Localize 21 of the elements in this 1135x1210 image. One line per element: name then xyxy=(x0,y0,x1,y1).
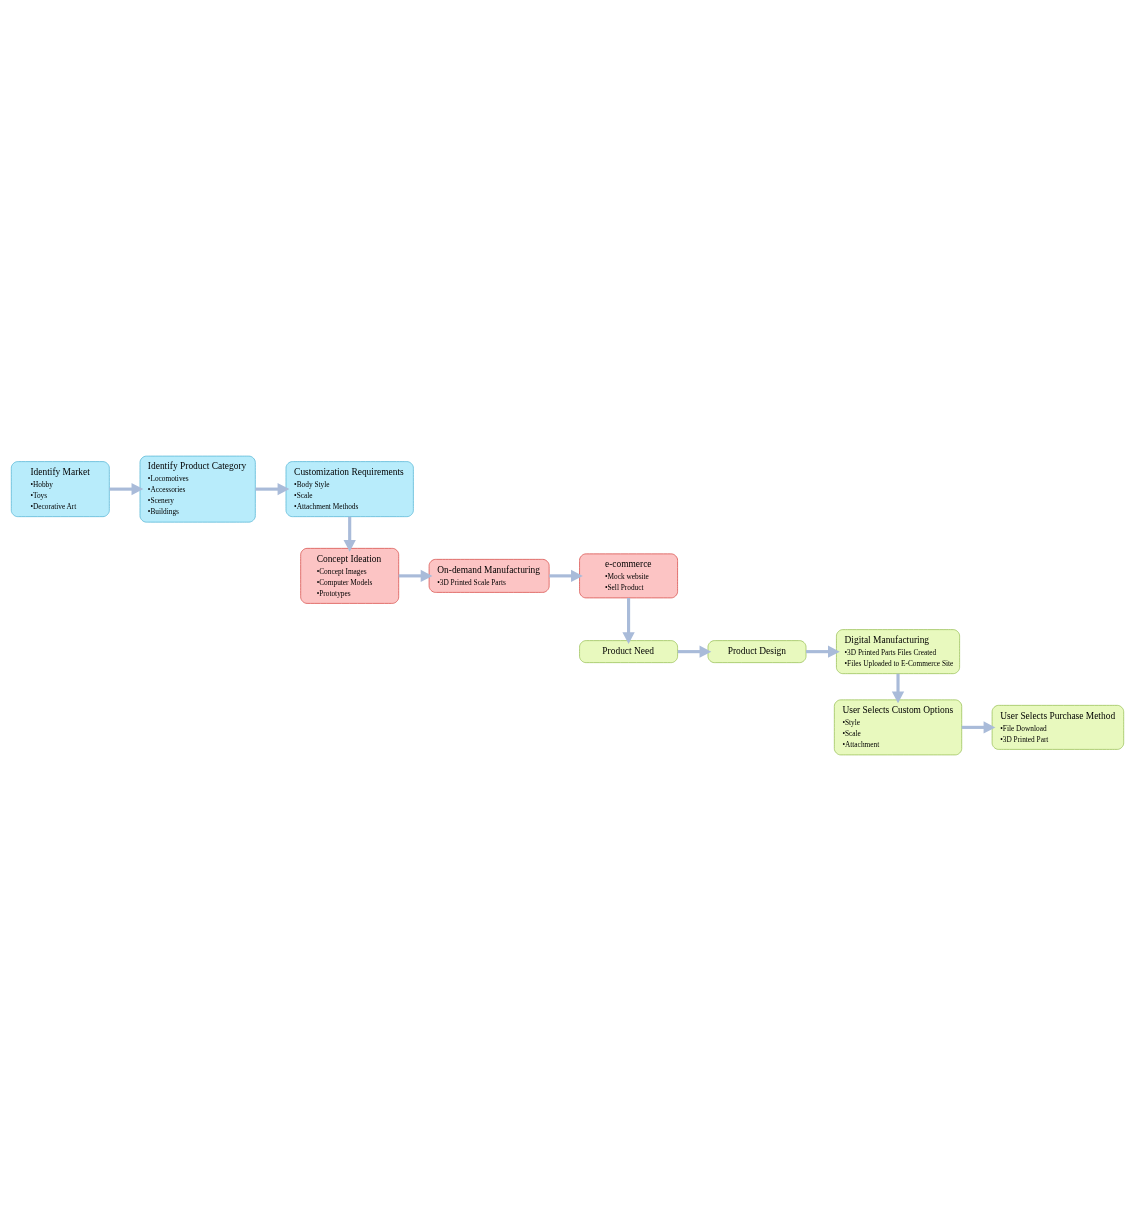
arrow xyxy=(549,569,583,582)
node-box: e-commerce •Mock website •Sell Product xyxy=(579,552,678,598)
arrow xyxy=(109,482,144,495)
node-box: Concept Ideation •Concept Images •Computer Models •Prototypes xyxy=(300,547,400,604)
node-box: User Selects Purchase Method •File Download •3D Printed Part xyxy=(991,704,1125,750)
arrow xyxy=(622,597,635,644)
arrow xyxy=(255,482,290,495)
node-box: Digital Manufacturing •3D Printed Parts Files Created •Files Uploaded to E-Commerce Site xyxy=(836,628,960,674)
arrow xyxy=(343,516,356,552)
arrow xyxy=(806,644,840,658)
node-box: Customization Requirements •Body Style •Scale •Attachment Methods xyxy=(285,460,414,517)
arrow xyxy=(677,644,712,658)
node-box: User Selects Custom Options •Style •Scale •Attachment xyxy=(833,698,963,755)
node-box: Identify Product Category •Locomotives •Accessories •Scenery •Buildings xyxy=(139,455,256,523)
arrow xyxy=(398,569,433,582)
node-box: Product Need xyxy=(579,639,678,663)
arrow xyxy=(961,720,996,734)
node-box: Identify Market •Hobby •Toys •Decorative Art xyxy=(10,460,110,517)
node-box: On-demand Manufacturing •3D Printed Scale Parts xyxy=(428,558,550,593)
arrow xyxy=(891,673,905,703)
node-box: Product Design xyxy=(707,639,807,663)
